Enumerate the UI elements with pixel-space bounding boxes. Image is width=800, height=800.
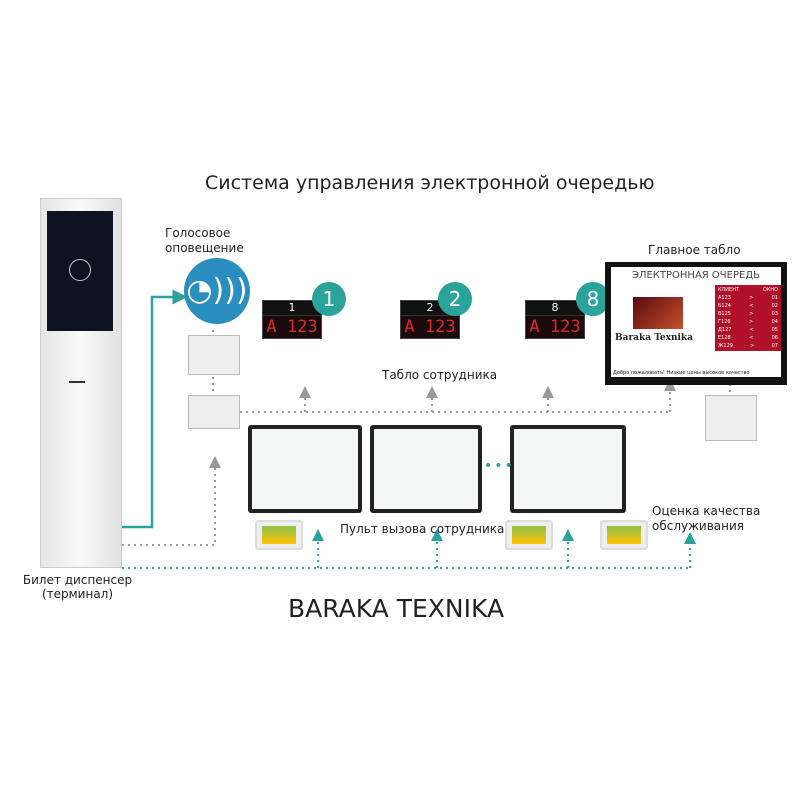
- queue-cell: >: [750, 343, 755, 349]
- queue-cell: Д127: [718, 327, 732, 333]
- queue-row: Е128 <06: [718, 334, 778, 342]
- rating-tablet-2: [505, 520, 553, 550]
- main-board-ad-image: [633, 297, 683, 329]
- queue-cell: Ж129: [718, 343, 733, 349]
- voice-announcement-icon: ◔))): [184, 258, 250, 324]
- main-board-controller-icon: [705, 395, 757, 441]
- rating-tablet-3: [600, 520, 648, 550]
- queue-cell: Б124: [718, 303, 731, 309]
- queue-row: Г126 >04: [718, 318, 778, 326]
- queue-cell: 07: [771, 343, 778, 349]
- queue-cell: 02: [771, 303, 778, 309]
- kiosk-logo-icon: [69, 259, 91, 281]
- operator-monitor-3: [510, 425, 626, 513]
- queue-row: Д127 <05: [718, 326, 778, 334]
- queue-cell: А123: [718, 295, 731, 301]
- monitor-ellipsis: •••: [484, 458, 515, 474]
- call-panel-label: Пульт вызова сотрудника: [340, 522, 505, 536]
- queue-cell: >: [749, 311, 754, 317]
- main-board-header: ЭЛЕКТРОННАЯ ОЧЕРЕДЬ: [631, 270, 760, 281]
- main-board-ticker: Добро пожаловать! Низкие цены высокое ка…: [613, 370, 750, 376]
- queue-row: Б124 <02: [718, 302, 778, 310]
- operator-monitor-1: [248, 425, 362, 513]
- main-board-label: Главное табло: [648, 243, 741, 257]
- queue-row: В125 >03: [718, 310, 778, 318]
- queue-cell: >: [749, 319, 754, 325]
- queue-row: Ж129 >07: [718, 342, 778, 350]
- queue-cell: Г126: [718, 319, 731, 325]
- main-board-brand: Baraka Texnika: [615, 333, 693, 343]
- queue-cell: >: [749, 295, 754, 301]
- queue-cell: <: [749, 335, 754, 341]
- queue-cell: 01: [771, 295, 778, 301]
- audio-converter-icon: [188, 335, 240, 375]
- queue-cell: 06: [771, 335, 778, 341]
- queue-cell: <: [749, 327, 754, 333]
- window-badge-1: 1: [312, 282, 346, 316]
- queue-cell: 04: [771, 319, 778, 325]
- main-board: ЭЛЕКТРОННАЯ ОЧЕРЕДЬ Baraka Texnika КЛИЕН…: [605, 262, 787, 385]
- queue-cell: 05: [771, 327, 778, 333]
- queue-cell: <: [749, 303, 754, 309]
- window-badge-8: 8: [576, 282, 610, 316]
- col-window: ОКНО: [762, 287, 778, 293]
- kiosk-screen: [47, 211, 113, 331]
- ticket-kiosk: [40, 198, 122, 568]
- diagram-title: Система управления электронной очередью: [205, 172, 655, 194]
- network-switch-icon: [188, 395, 240, 429]
- rating-tablet-1: [255, 520, 303, 550]
- queue-cell: В125: [718, 311, 731, 317]
- queue-cell: 03: [771, 311, 778, 317]
- operator-monitor-2: [370, 425, 482, 513]
- queue-cell: Е128: [718, 335, 731, 341]
- window-badge-2: 2: [438, 282, 472, 316]
- queue-row: А123 >01: [718, 294, 778, 302]
- staff-board-label: Табло сотрудника: [382, 368, 498, 382]
- kiosk-label: Билет диспенсер(терминал): [22, 573, 133, 601]
- kiosk-ticket-slot: [69, 381, 85, 383]
- brand-name: BARAKA TEXNIKA: [288, 594, 505, 623]
- col-client: КЛИЕНТ: [718, 287, 740, 293]
